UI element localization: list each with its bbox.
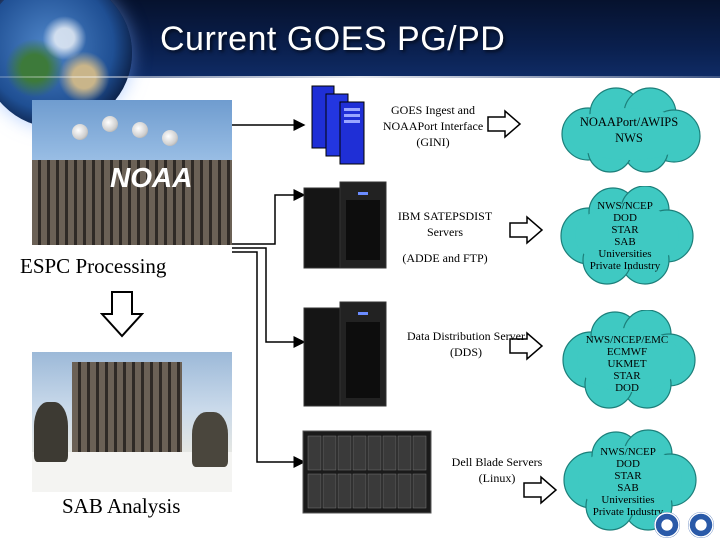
office-building <box>72 362 182 462</box>
nesdis-seal-icon <box>688 512 714 538</box>
satepsdist-label: IBM SATEPSDIST Servers <box>397 209 493 239</box>
down-arrow-icon <box>100 291 144 338</box>
noaa-sign: NOAA <box>110 162 193 193</box>
cloud-shape <box>562 310 696 409</box>
ibm-server-rack-icon <box>303 181 387 269</box>
cloud-shape <box>561 87 701 173</box>
building-facade <box>32 160 232 245</box>
cloud-emc-text: NWS/NCEP/EMC ECMWF UKMET STAR DOD <box>585 334 669 394</box>
satellite-dish-icon <box>132 122 148 138</box>
block-arrow-icon <box>487 109 522 139</box>
cloud-ncep-text: NWS/NCEP DOD STAR SAB Universities Priva… <box>589 200 661 272</box>
noaa-building-photo: NOAA <box>32 100 232 245</box>
page-title: Current GOES PG/PD <box>160 20 506 58</box>
block-arrow-icon <box>509 331 544 361</box>
satellite-dish-icon <box>162 130 178 146</box>
satellite-dish-icon <box>102 116 118 132</box>
dell-blade-server-icon <box>302 430 432 514</box>
tree <box>192 412 228 467</box>
espc-processing-label: ESPC Processing <box>20 254 167 278</box>
sab-building-photo <box>32 352 232 492</box>
adde-ftp-label: (ADDE and FTP) <box>402 251 488 265</box>
dell-blade-label: Dell Blade Servers (Linux) <box>451 455 543 485</box>
cloud-noaaport-text: NOAAPort/AWIPS NWS <box>579 115 679 145</box>
cloud-ncep-2-text: NWS/NCEP DOD STAR SAB Universities Priva… <box>592 446 664 518</box>
tree <box>34 402 68 462</box>
cloud-shape <box>560 186 694 285</box>
satellite-dish-icon <box>72 124 88 140</box>
ingest-server-icon <box>311 85 365 165</box>
dds-server-rack-icon <box>303 301 387 407</box>
sab-analysis-label: SAB Analysis <box>62 494 181 518</box>
noaa-seal-icon <box>654 512 680 538</box>
cloud-shape <box>563 429 697 531</box>
block-arrow-icon <box>509 215 544 245</box>
block-arrow-icon <box>523 475 558 505</box>
header-divider <box>0 76 720 78</box>
ingest-label: GOES Ingest and NOAAPort Interface (GINI… <box>382 103 484 149</box>
dds-label: Data Distribution Server (DDS) <box>407 329 525 359</box>
